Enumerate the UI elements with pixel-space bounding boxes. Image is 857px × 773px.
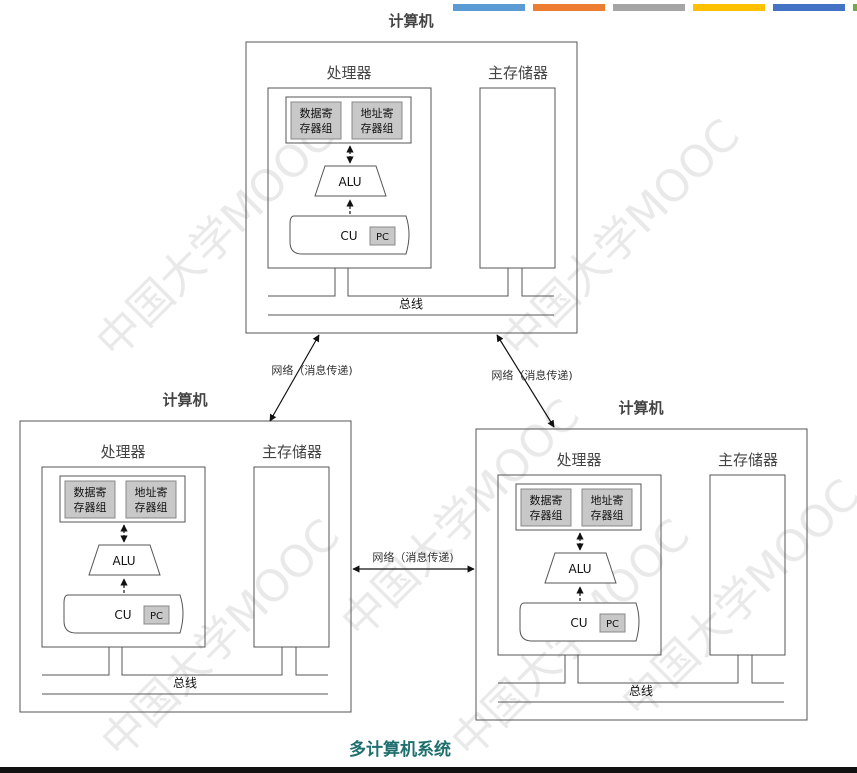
network-link-top-right: 网络（消息传递)	[491, 334, 573, 428]
svg-text:地址寄: 地址寄	[135, 485, 168, 499]
computer-box	[245, 41, 578, 334]
network-label: 网络（消息传递)	[372, 550, 453, 564]
main-memory-box	[709, 474, 786, 656]
svg-text:存器组: 存器组	[361, 121, 394, 135]
bus	[42, 647, 328, 695]
pc-label: PC	[606, 619, 619, 630]
svg-text:数据寄: 数据寄	[530, 493, 563, 507]
register-group-box	[59, 475, 186, 523]
svg-text:存器组: 存器组	[530, 508, 563, 522]
computer-label: 计算机	[162, 391, 207, 409]
network-link-left-right: 网络（消息传递)	[352, 550, 475, 573]
register-group-box	[515, 483, 642, 531]
pc-box	[369, 226, 396, 246]
color-bar-segment	[693, 4, 765, 11]
pc-box	[599, 613, 626, 633]
watermark-text: 中国大学MOOC	[492, 110, 750, 368]
top-color-bar	[0, 4, 857, 773]
computer-box	[475, 428, 808, 721]
network-link-top-left: 网络（消息传递)	[269, 334, 353, 422]
computer-box	[19, 420, 352, 713]
network-label: 网络（消息传递)	[271, 363, 352, 377]
main-memory-label: 主存储器	[262, 443, 322, 461]
svg-text:存器组: 存器组	[300, 121, 333, 135]
main-memory-label: 主存储器	[718, 451, 778, 469]
cu-label: CU	[570, 616, 587, 630]
color-bar-segment	[853, 4, 857, 11]
color-bar-segment	[533, 4, 605, 11]
diagram-caption: 多计算机系统	[349, 739, 451, 760]
svg-text:数据寄: 数据寄	[74, 485, 107, 499]
processor-box	[267, 87, 432, 269]
alu-box	[544, 552, 617, 584]
processor-label: 处理器	[100, 443, 145, 461]
svg-text:地址寄: 地址寄	[361, 106, 394, 120]
main-memory-box	[253, 466, 330, 648]
svg-text:存器组: 存器组	[135, 500, 168, 514]
main-memory-label: 主存储器	[488, 64, 548, 82]
computer-label: 计算机	[388, 12, 433, 30]
alu-label: ALU	[112, 554, 135, 568]
processor-box	[497, 474, 662, 656]
cu-label: CU	[114, 608, 131, 622]
bus-label: 总线	[629, 684, 653, 698]
svg-text:地址寄: 地址寄	[591, 493, 624, 507]
bus	[498, 655, 784, 703]
color-bar-segment	[453, 4, 525, 11]
bus-label: 总线	[399, 297, 423, 311]
pc-box	[143, 605, 170, 625]
pc-label: PC	[376, 232, 389, 243]
watermark-layer: 中国大学MOOC中国大学MOOC中国大学MOOC中国大学MOOC中国大学MOOC…	[87, 110, 857, 768]
color-bar-segment	[773, 4, 845, 11]
cu-label: CU	[340, 229, 357, 243]
svg-text:数据寄: 数据寄	[300, 106, 333, 120]
main-memory-box	[479, 87, 556, 269]
register-group-box	[285, 96, 412, 144]
svg-text:存器组: 存器组	[591, 508, 624, 522]
computer-label: 计算机	[618, 399, 663, 417]
bus	[268, 268, 554, 316]
bottom-border	[0, 767, 857, 773]
network-label: 网络（消息传递)	[491, 368, 572, 382]
bus-label: 总线	[173, 676, 197, 690]
color-bar-segment	[613, 4, 685, 11]
pc-label: PC	[150, 611, 163, 622]
processor-box	[41, 466, 206, 648]
alu-box	[88, 544, 161, 576]
processor-label: 处理器	[326, 64, 371, 82]
alu-label: ALU	[568, 562, 591, 576]
svg-text:存器组: 存器组	[74, 500, 107, 514]
alu-label: ALU	[338, 175, 361, 189]
processor-label: 处理器	[556, 451, 601, 469]
alu-box	[314, 165, 387, 197]
